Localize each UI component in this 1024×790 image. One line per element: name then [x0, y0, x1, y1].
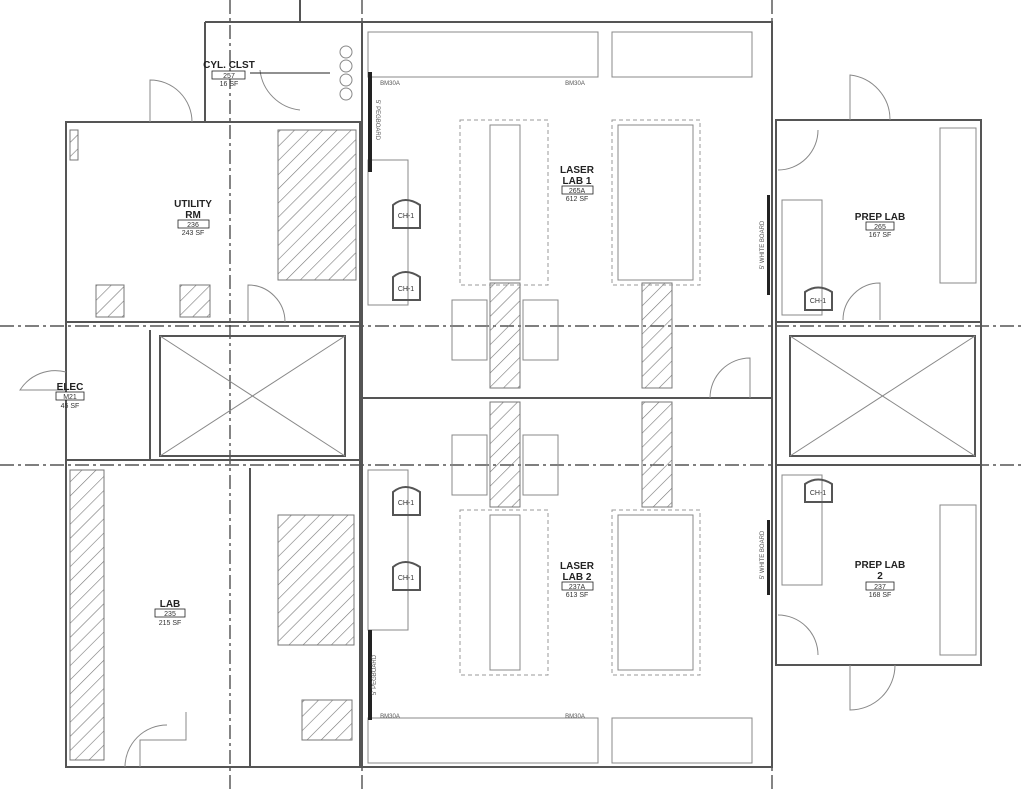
bench-label: BM30A	[565, 81, 585, 87]
svg-text:CH-1: CH-1	[810, 490, 826, 497]
svg-text:237: 237	[874, 584, 886, 591]
svg-text:235: 235	[164, 611, 176, 618]
pegboard-label: 5' PEGBOARD	[374, 100, 380, 141]
room-tag-utility: UTILITY RM 236 243 SF	[174, 199, 212, 237]
walls	[65, 0, 982, 768]
svg-text:613 SF: 613 SF	[566, 592, 589, 599]
svg-text:RM: RM	[185, 210, 201, 221]
pegboard-label: 5' PEGBOARD	[372, 654, 378, 695]
whiteboard-label: 5' WHITE BOARD	[760, 220, 766, 269]
svg-text:CH-1: CH-1	[398, 500, 414, 507]
whiteboard-label: 5' WHITE BOARD	[760, 530, 766, 579]
room-tag-laser-lab-2: LASER LAB 2 237A 613 SF	[560, 561, 595, 599]
shafts	[159, 335, 976, 457]
svg-text:237A: 237A	[569, 584, 586, 591]
svg-text:612 SF: 612 SF	[566, 196, 589, 203]
svg-text:215 SF: 215 SF	[159, 620, 182, 627]
room-tag-laser-lab-1: LASER LAB 1 265A 612 SF	[560, 165, 595, 203]
svg-text:ELEC: ELEC	[57, 382, 84, 393]
svg-text:PREP LAB: PREP LAB	[855, 212, 905, 223]
bench-label: BM30A	[380, 714, 400, 720]
svg-text:UTILITY: UTILITY	[174, 199, 212, 210]
svg-text:236: 236	[187, 222, 199, 229]
svg-text:LAB 2: LAB 2	[563, 572, 592, 583]
svg-text:M21: M21	[63, 394, 77, 401]
svg-text:243 SF: 243 SF	[182, 230, 205, 237]
board-labels: 5' PEGBOARD 5' PEGBOARD 5' WHITE BOARD 5…	[372, 81, 766, 720]
svg-text:LASER: LASER	[560, 165, 595, 176]
svg-text:CH-1: CH-1	[398, 213, 414, 220]
svg-text:168 SF: 168 SF	[869, 592, 892, 599]
room-tag-prep-lab-2: PREP LAB 2 237 168 SF	[855, 560, 905, 599]
svg-text:45 SF: 45 SF	[61, 403, 80, 410]
lab-benches	[367, 31, 977, 764]
gas-cylinders	[250, 45, 353, 101]
svg-text:CH-1: CH-1	[398, 286, 414, 293]
svg-text:16 SF: 16 SF	[220, 81, 239, 88]
svg-text:PREP LAB: PREP LAB	[855, 560, 905, 571]
svg-text:LAB 1: LAB 1	[563, 176, 592, 187]
svg-text:CYL. CLST: CYL. CLST	[203, 60, 255, 71]
room-tag-cyl-clst: CYL. CLST 257 16 SF	[203, 60, 255, 88]
doors	[19, 69, 896, 768]
svg-text:2: 2	[877, 571, 883, 582]
bench-label: BM30A	[380, 81, 400, 87]
hatched-areas	[69, 129, 673, 761]
svg-text:CH-1: CH-1	[810, 298, 826, 305]
boards	[368, 72, 770, 720]
svg-text:LASER: LASER	[560, 561, 595, 572]
svg-text:257: 257	[223, 73, 235, 80]
svg-text:265: 265	[874, 224, 886, 231]
svg-text:CH-1: CH-1	[398, 575, 414, 582]
bench-label: BM30A	[565, 714, 585, 720]
room-tag-lab: LAB 235 215 SF	[154, 599, 186, 627]
chairs: CH-1 CH-1 CH-1 CH-1 CH-1 CH-1	[392, 199, 833, 591]
svg-text:LAB: LAB	[160, 599, 181, 610]
svg-text:265A: 265A	[569, 188, 586, 195]
room-tag-prep-lab: PREP LAB 265 167 SF	[855, 212, 905, 239]
svg-text:167 SF: 167 SF	[869, 232, 892, 239]
room-tag-elec: ELEC M21 45 SF	[55, 382, 85, 410]
